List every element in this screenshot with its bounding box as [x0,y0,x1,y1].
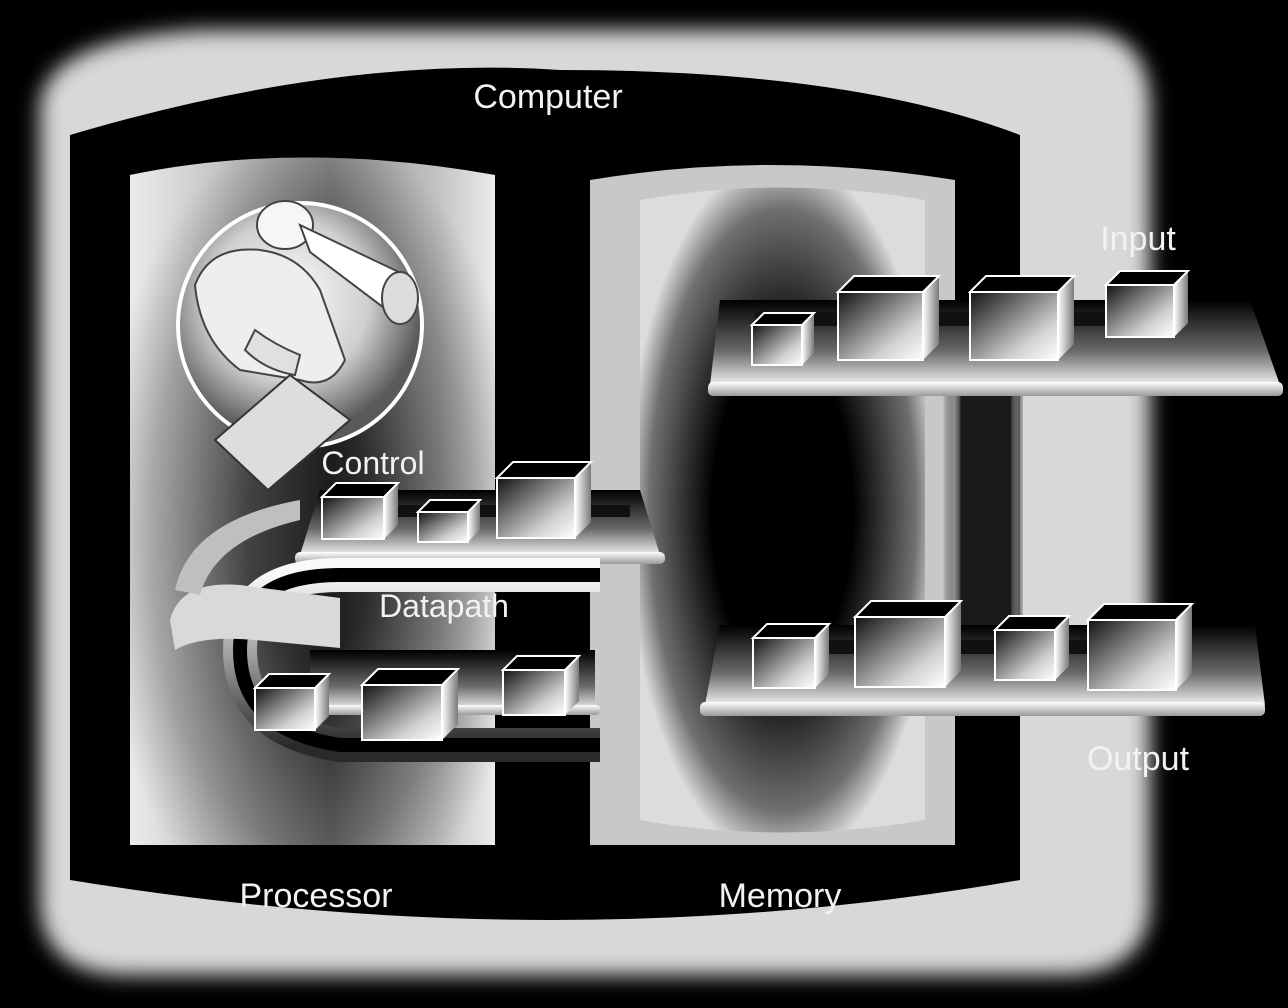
processor-label: Processor [239,877,392,915]
input-box-1 [752,313,814,365]
input-box-3-top [970,276,1074,292]
control-label: Control [321,445,424,481]
output-box-1-top [753,624,829,638]
input-box-2-front [838,292,923,360]
output-box-3-top [995,616,1069,630]
control-box-3 [497,462,591,538]
control-box-2 [418,500,480,542]
input-box-3 [970,276,1074,360]
output-box-1-front [753,638,815,688]
memory-panel [590,165,955,845]
output-box-2-front [855,617,945,687]
output-box-2-top [855,601,961,617]
input-box-4 [1106,271,1188,337]
input-box-3-front [970,292,1058,360]
input-box-1-top [752,313,814,325]
datapath-box-2-front [362,685,442,740]
io-bus-vertical [945,390,1022,630]
input-box-4-front [1106,285,1174,337]
datapath-box-2-top [362,669,458,685]
input-box-1-front [752,325,802,365]
datapath-box-3 [503,656,579,715]
output-label: Output [1087,740,1190,778]
control-box-1-top [322,483,398,497]
control-box-3-front [497,478,575,538]
datapath-box-3-top [503,656,579,670]
output-box-2 [855,601,961,687]
output-box-4 [1088,604,1192,690]
memory-label: Memory [719,877,842,915]
datapath-box-1-top [255,674,329,688]
output-box-3-front [995,630,1055,680]
computer-label: Computer [473,78,622,116]
output-box-4-top [1088,604,1192,620]
datapath-label: Datapath [379,588,509,624]
control-box-3-top [497,462,591,478]
output-box-4-front [1088,620,1176,690]
datapath-box-1-front [255,688,315,730]
control-box-1-front [322,497,384,539]
input-label: Input [1100,220,1176,258]
control-box-2-top [418,500,480,512]
datapath-box-2 [362,669,458,740]
datapath-box-3-front [503,670,565,715]
control-box-1 [322,483,398,539]
input-box-4-top [1106,271,1188,285]
output-box-3 [995,616,1069,680]
output-box-1 [753,624,829,688]
input-box-2 [838,276,939,360]
datapath-box-1 [255,674,329,730]
input-box-2-top [838,276,939,292]
control-box-2-front [418,512,468,542]
